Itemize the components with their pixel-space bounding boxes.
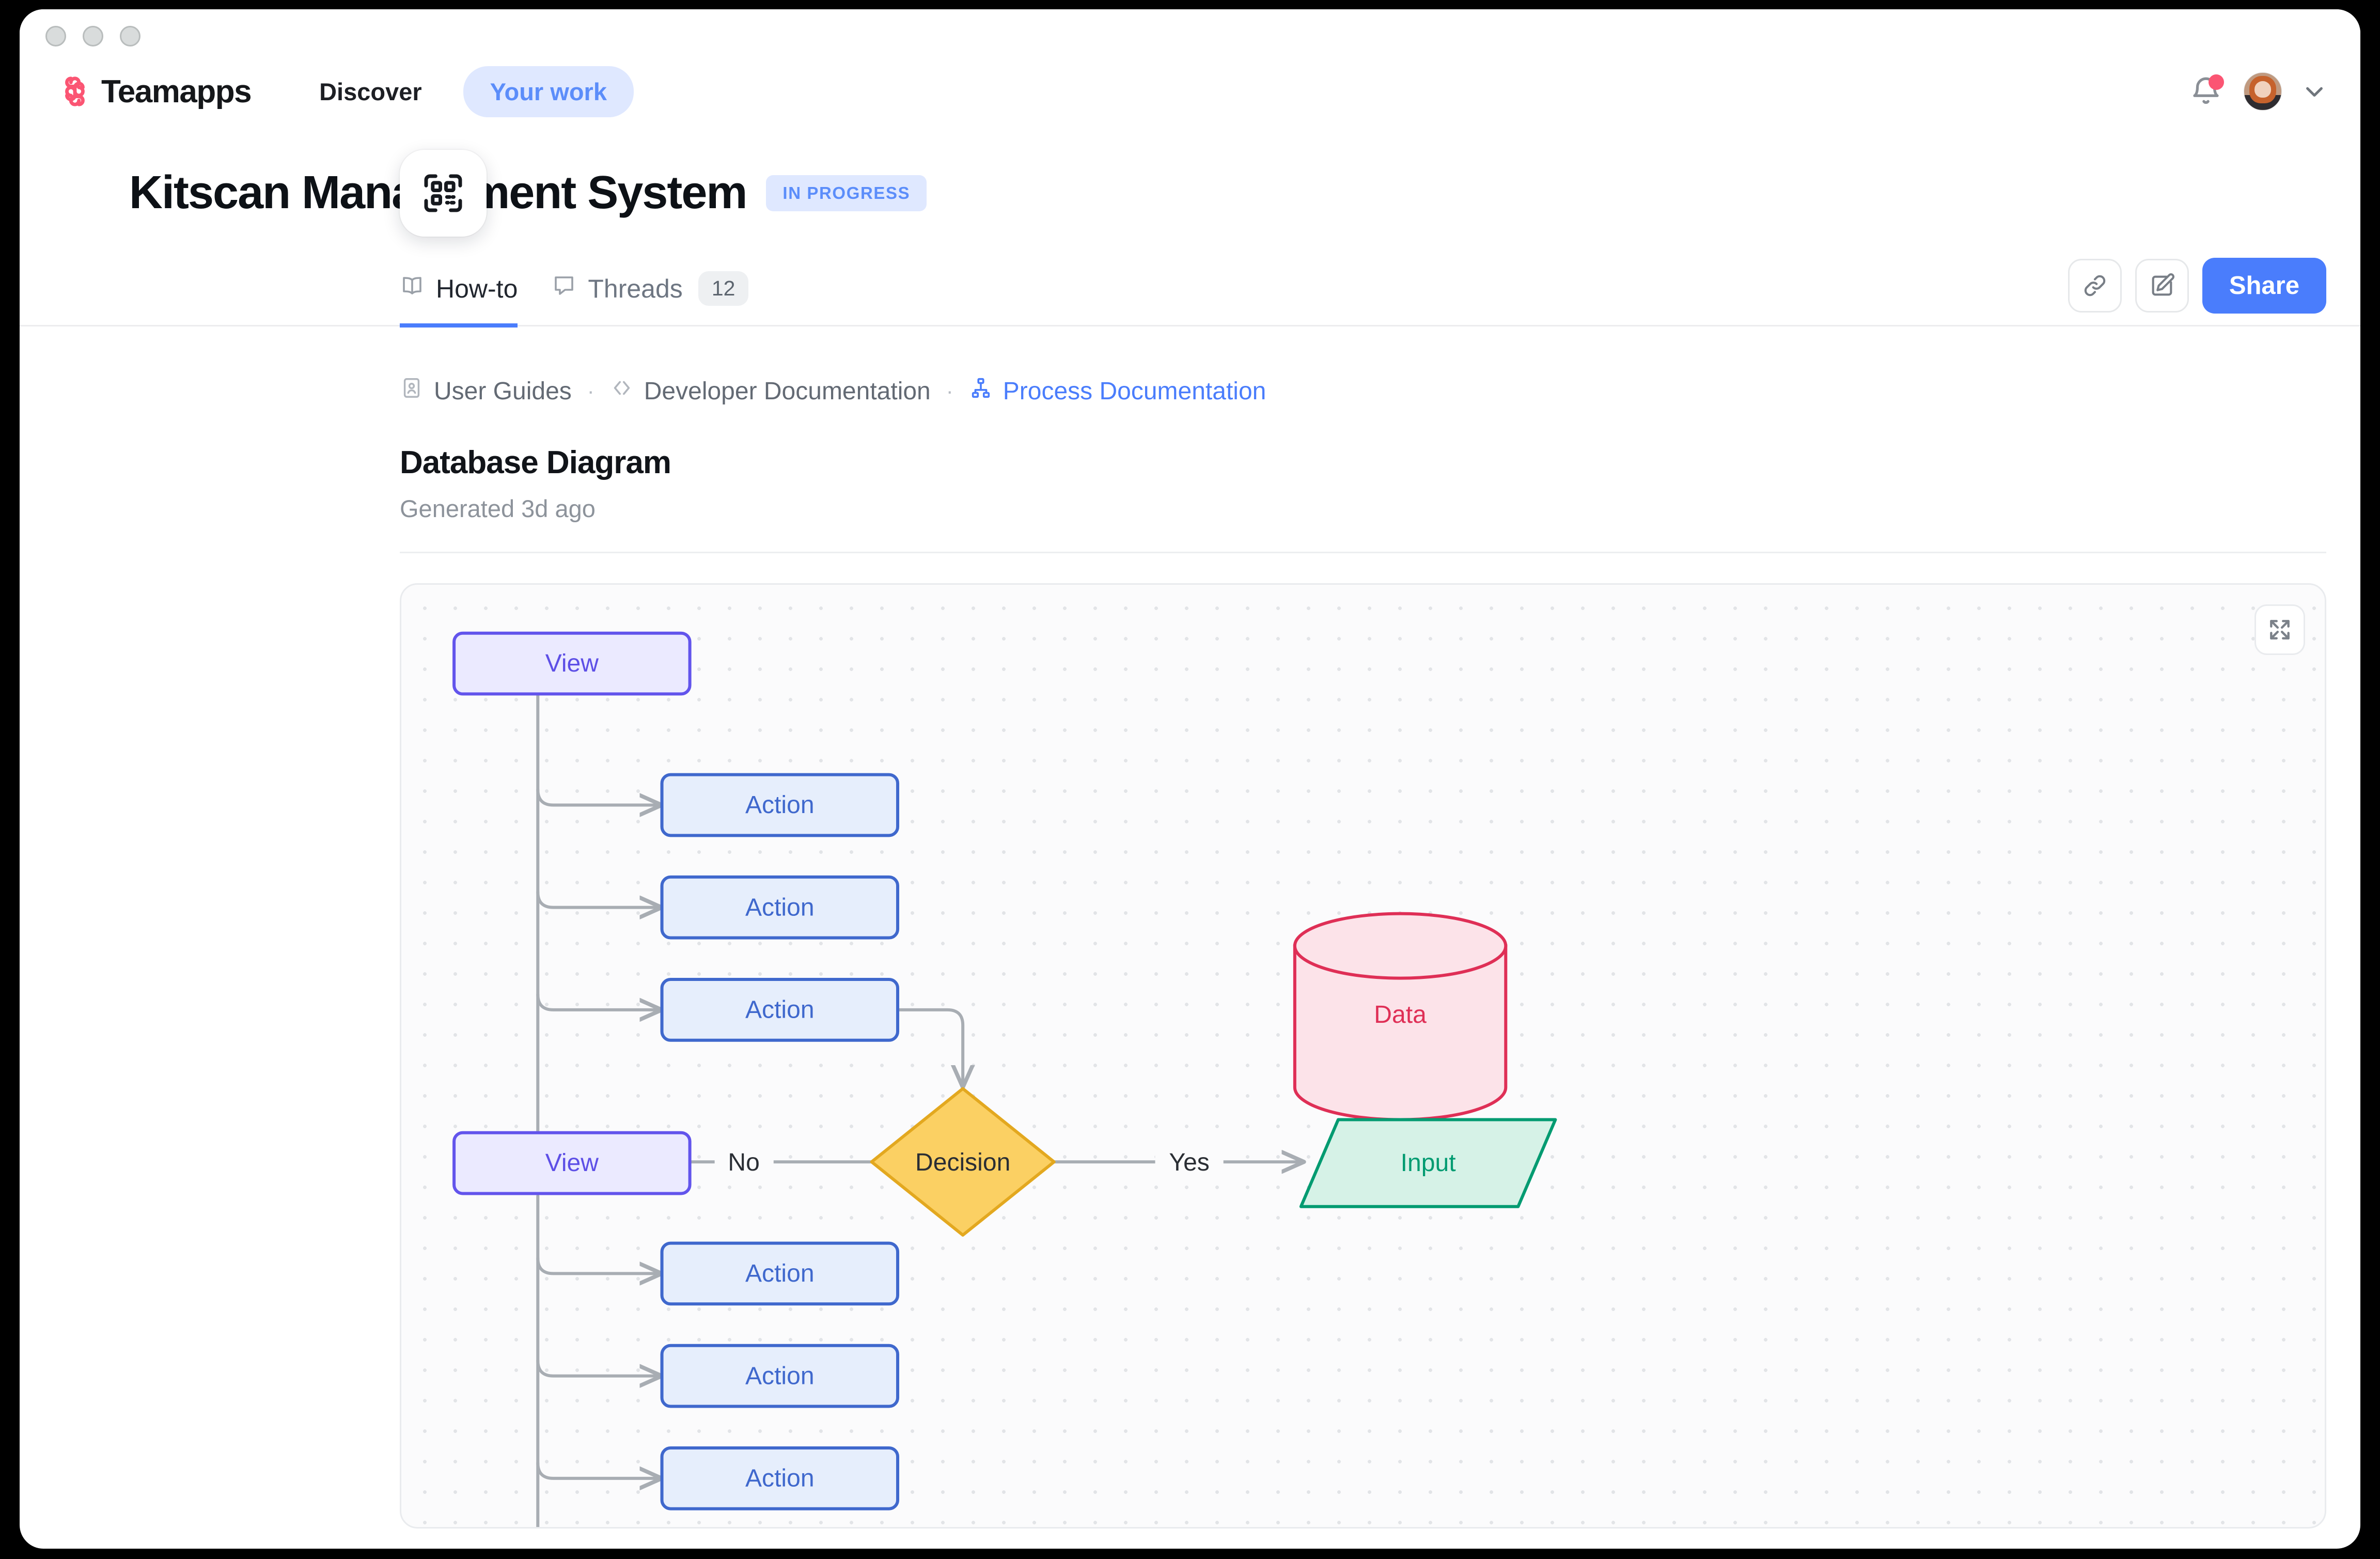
expand-fullscreen-icon	[2270, 620, 2290, 640]
notification-badge-dot	[2209, 74, 2224, 90]
minimize-button[interactable]	[83, 26, 103, 46]
diagram-node-data	[1293, 912, 1508, 1121]
node-label: View	[545, 1149, 599, 1177]
brand[interactable]: Teamapps	[59, 73, 252, 110]
doc-filter-developer-documentation[interactable]: Developer Documentation	[610, 376, 931, 406]
doc-filter-label: Process Documentation	[1003, 377, 1266, 405]
window-titlebar	[20, 9, 2360, 63]
qr-scan-icon	[424, 174, 462, 212]
contact-card-icon	[400, 376, 424, 406]
node-labels-group: View Action Action Action Data Decision …	[545, 650, 1456, 1492]
diagram-node-view	[452, 631, 692, 696]
tab-threads[interactable]: Threads 12	[552, 271, 749, 328]
nodes-group	[452, 631, 1557, 1510]
diagram-node-action	[660, 1446, 900, 1510]
diagram-node-view	[452, 1131, 692, 1195]
diagram-canvas[interactable]: View Action Action Action Data Decision …	[400, 583, 2326, 1529]
tab-badge-count: 12	[698, 271, 749, 306]
chevron-down-icon[interactable]	[2303, 80, 2326, 103]
title-block: Kitscan Management System IN PROGRESS	[129, 166, 927, 220]
tab-bar: How-to Threads 12	[20, 258, 2360, 328]
tab-how-to[interactable]: How-to	[400, 271, 518, 328]
doc-separator: ·	[587, 379, 594, 403]
edge-label-no: No	[728, 1149, 759, 1176]
sitemap-icon	[969, 376, 993, 406]
edit-pencil-icon	[2152, 273, 2174, 296]
diagram-node-decision	[870, 1087, 1056, 1237]
diagram-node-input	[1299, 1118, 1557, 1208]
book-open-icon	[400, 273, 425, 304]
window-controls	[45, 26, 140, 46]
app-icon	[400, 149, 487, 237]
diagram-node-action	[660, 1344, 900, 1408]
chat-bubble-icon	[552, 273, 576, 304]
doc-filter-label: User Guides	[434, 377, 572, 405]
doc-separator: ·	[946, 379, 953, 403]
share-button[interactable]: Share	[2202, 258, 2326, 314]
diagram-node-action	[660, 875, 900, 940]
diagram-section: View Action Action Action Data Decision …	[400, 552, 2326, 1529]
diagram-node-action	[660, 1241, 900, 1306]
node-label: Decision	[915, 1149, 1010, 1176]
copy-link-button[interactable]	[2068, 259, 2122, 313]
node-label: Input	[1401, 1149, 1456, 1177]
tab-label: How-to	[436, 274, 518, 303]
nav-links: Discover Your work	[306, 66, 634, 117]
link-icon	[2084, 275, 2106, 297]
doc-filter-label: Developer Documentation	[644, 377, 931, 405]
nav-pill-your-work[interactable]: Your work	[463, 66, 634, 117]
node-label: Action	[745, 1464, 815, 1492]
page-header: Kitscan Management System IN PROGRESS	[20, 149, 2360, 237]
node-label: Action	[745, 996, 815, 1023]
expand-fullscreen-button[interactable]	[2254, 604, 2305, 655]
section-title: Database Diagram	[400, 445, 671, 480]
tab-label: Threads	[588, 274, 683, 303]
diagram-node-action	[660, 978, 900, 1042]
teamapps-logo-icon	[59, 75, 91, 107]
doc-filter-user-guides[interactable]: User Guides	[400, 376, 572, 406]
edge-label-yes: Yes	[1169, 1149, 1209, 1176]
documentation-filter-row: User Guides · Developer Documentation ·	[20, 376, 2360, 406]
tab-actions: Share	[2068, 258, 2326, 325]
maximize-button[interactable]	[120, 26, 140, 46]
tabs: How-to Threads 12	[400, 271, 749, 328]
browser-window: Teamapps Discover Your work	[20, 9, 2360, 1549]
doc-filter-process-documentation[interactable]: Process Documentation	[969, 376, 1266, 406]
nav-right-cluster	[2189, 72, 2326, 111]
top-navigation-bar: Teamapps Discover Your work	[20, 63, 2360, 120]
node-label: Action	[745, 1362, 815, 1390]
edit-button[interactable]	[2135, 259, 2189, 313]
node-label: View	[545, 650, 599, 677]
close-button[interactable]	[45, 26, 66, 46]
edge-labels-group: No Yes	[714, 1143, 1224, 1179]
node-label: Data	[1374, 1001, 1427, 1028]
code-brackets-icon	[610, 376, 634, 406]
page-content: Kitscan Management System IN PROGRESS Ho…	[20, 149, 2360, 1529]
status-badge: IN PROGRESS	[766, 175, 927, 211]
nav-link-discover[interactable]: Discover	[319, 77, 422, 105]
node-label: Action	[745, 1260, 815, 1287]
diagram-node-action	[660, 773, 900, 837]
section-subtitle: Generated 3d ago	[400, 495, 596, 522]
brand-name: Teamapps	[101, 73, 252, 110]
avatar[interactable]	[2244, 72, 2282, 111]
node-label: Action	[745, 894, 815, 921]
flowchart-svg: View Action Action Action Data Decision …	[452, 631, 1557, 1527]
notifications-button[interactable]	[2189, 74, 2224, 108]
node-label: Action	[745, 791, 815, 819]
